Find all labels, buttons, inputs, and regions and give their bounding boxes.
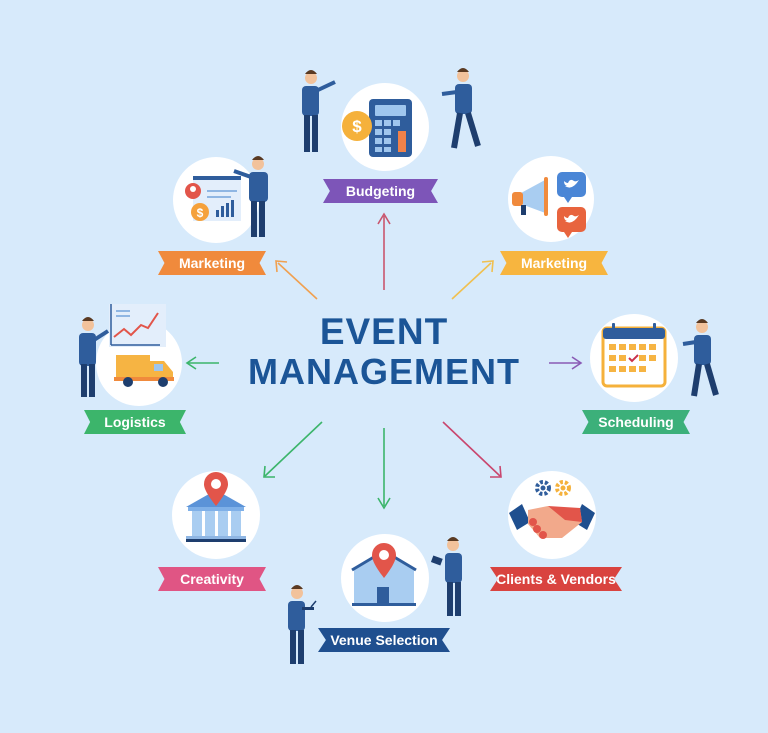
diagram-title: EVENT MANAGEMENT	[234, 312, 534, 392]
banner-logistics: Logistics	[84, 410, 186, 434]
label-logistics: Logistics	[104, 414, 166, 430]
businessman-icon	[682, 319, 719, 397]
arrow-up-right	[451, 260, 494, 300]
businessman-icon	[302, 70, 336, 152]
banner-budgeting: Budgeting	[323, 179, 438, 203]
label-clients-vendors: Clients & Vendors	[496, 571, 616, 587]
title-line-1: EVENT	[319, 311, 449, 352]
businessman-icon	[441, 68, 481, 149]
arrow-down-right	[442, 421, 502, 478]
banner-marketing-left: Marketing	[158, 251, 266, 275]
label-marketing-right: Marketing	[520, 255, 588, 271]
arrow-left	[185, 356, 219, 370]
label-budgeting: Budgeting	[345, 183, 416, 199]
banner-clients-vendors: Clients & Vendors	[490, 567, 622, 591]
businessman-icon	[233, 156, 268, 237]
title-line-2: MANAGEMENT	[248, 351, 520, 392]
arrow-up-left	[275, 260, 318, 300]
banner-marketing-right: Marketing	[500, 251, 608, 275]
svg-text:$: $	[197, 206, 204, 220]
label-venue-selection: Venue Selection	[330, 632, 438, 648]
arrow-down-left	[263, 421, 323, 478]
arrow-right	[549, 356, 583, 370]
label-creativity: Creativity	[180, 571, 244, 587]
svg-text:$: $	[352, 117, 362, 136]
banner-scheduling: Scheduling	[582, 410, 690, 434]
label-scheduling: Scheduling	[598, 414, 674, 430]
banner-creativity: Creativity	[158, 567, 266, 591]
arrow-down	[377, 428, 391, 510]
arrow-up	[377, 212, 391, 290]
banner-venue-selection: Venue Selection	[318, 628, 450, 652]
businessman-icon	[79, 317, 110, 397]
label-marketing-left: Marketing	[178, 255, 246, 271]
businessman-icon	[430, 537, 462, 616]
businessman-icon	[288, 585, 317, 664]
